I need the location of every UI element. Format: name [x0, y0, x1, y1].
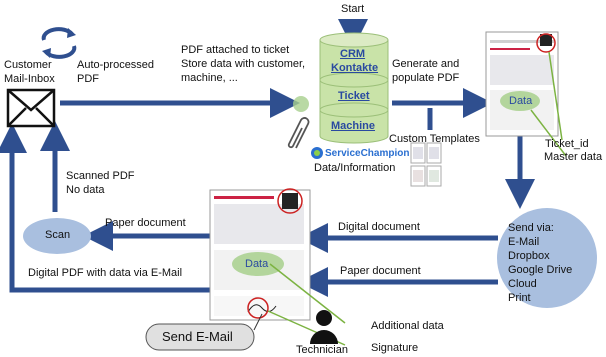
signature-label: Signature — [371, 342, 419, 354]
db-machine: Machine — [331, 120, 376, 132]
send-via-item-dropbox: Dropbox — [508, 250, 550, 262]
scan-node — [23, 218, 91, 254]
refresh-icon — [41, 27, 77, 59]
database-cylinder — [319, 32, 389, 144]
send-via-node — [497, 208, 597, 308]
digital-document-label: Digital document — [338, 221, 420, 233]
attach-label-line1: PDF attached to ticket — [181, 44, 290, 56]
paper-document-label-top: Paper document — [105, 217, 186, 229]
arrow-digital-pdf-to-inbox — [0, 123, 210, 293]
send-email-button-shape — [145, 323, 255, 351]
service-report-document-image — [209, 188, 346, 346]
db-crm-line2: Kontakte — [331, 62, 379, 74]
generated-document-image — [485, 31, 567, 157]
send-via-title: Send via: — [508, 222, 554, 234]
custom-templates-label: Custom Templates — [389, 133, 480, 145]
digital-pdf-label: Digital PDF with data via E-Mail — [28, 267, 183, 279]
send-via-item-print: Print — [508, 292, 531, 304]
custom-template-thumbnails — [410, 142, 442, 187]
scan-label: Scan — [45, 229, 71, 241]
technician-label: Technician — [296, 344, 348, 356]
paper-document-label-bottom: Paper document — [340, 265, 421, 277]
db-crm-line1: CRM — [340, 48, 366, 60]
generate-label-line2: populate PDF — [392, 72, 460, 84]
servicechampion-label: ServiceChampion — [325, 148, 410, 159]
doc2-data-label: Data — [245, 258, 269, 270]
db-ticket: Ticket — [338, 90, 370, 102]
data-information-label: Data/Information — [314, 162, 396, 174]
start-label: Start — [341, 3, 365, 15]
send-via-item-cloud: Cloud — [508, 278, 537, 290]
ticket-id-label: Ticket_id — [545, 138, 589, 150]
pill-connector — [253, 313, 263, 331]
scanned-label-line1: Scanned PDF — [66, 170, 135, 182]
scanned-label-line2: No data — [66, 184, 105, 196]
doc1-data-label: Data — [509, 95, 533, 107]
generate-label-line1: Generate and — [392, 58, 460, 70]
auto-label-line1: Auto-processed — [77, 59, 155, 71]
servicechampion-logo-icon — [311, 147, 323, 159]
customer-label-line2: Mail-Inbox — [4, 73, 55, 85]
auto-label-line2: PDF — [77, 73, 99, 85]
technician-icon — [310, 310, 338, 344]
master-data-label: Master data — [544, 151, 603, 163]
send-via-item-email: E-Mail — [508, 236, 540, 248]
attach-label-line3: machine, ... — [181, 72, 238, 84]
flow-arrows — [0, 19, 535, 297]
customer-label-line1: Customer — [4, 59, 52, 71]
send-via-item-google-drive: Google Drive — [508, 264, 573, 276]
attach-label-line2: Store data with customer, — [181, 58, 306, 70]
paperclip-icon — [287, 96, 310, 149]
additional-data-label: Additional data — [371, 320, 444, 332]
send-email-label: Send E-Mail — [162, 329, 233, 344]
mail-envelope-icon — [6, 88, 56, 128]
